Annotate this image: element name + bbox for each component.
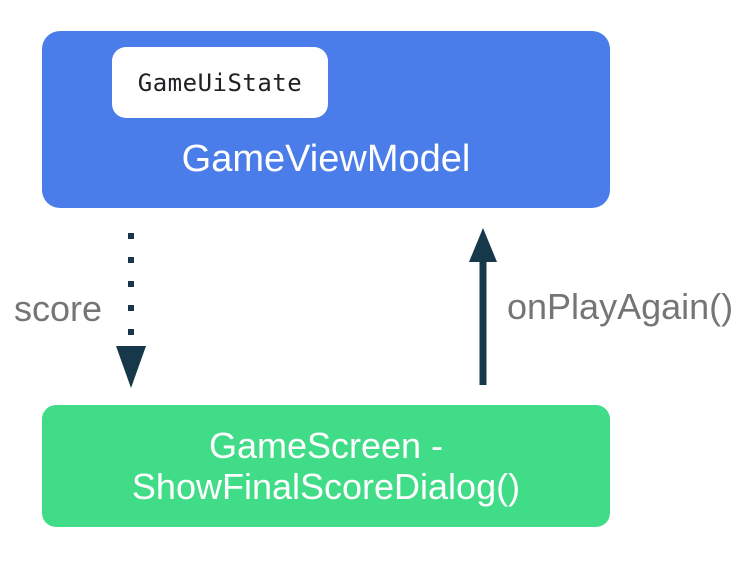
- gamescreen-box: GameScreen - ShowFinalScoreDialog(): [42, 405, 610, 527]
- play-again-solid-arrow-icon: [469, 228, 497, 385]
- gameviewmodel-title: GameViewModel: [181, 138, 471, 180]
- play-again-label: onPlayAgain(): [507, 286, 734, 327]
- score-label: score: [14, 288, 103, 329]
- gameuistate-label: GameUiState: [137, 68, 303, 97]
- gameuistate-chip: GameUiState: [112, 47, 328, 118]
- gameviewmodel-box: GameUiState GameViewModel: [42, 31, 610, 208]
- score-dotted-arrow-icon: [116, 233, 146, 388]
- gamescreen-title-line1: GameScreen -: [208, 425, 444, 466]
- gamescreen-title-line2: ShowFinalScoreDialog(): [131, 466, 521, 507]
